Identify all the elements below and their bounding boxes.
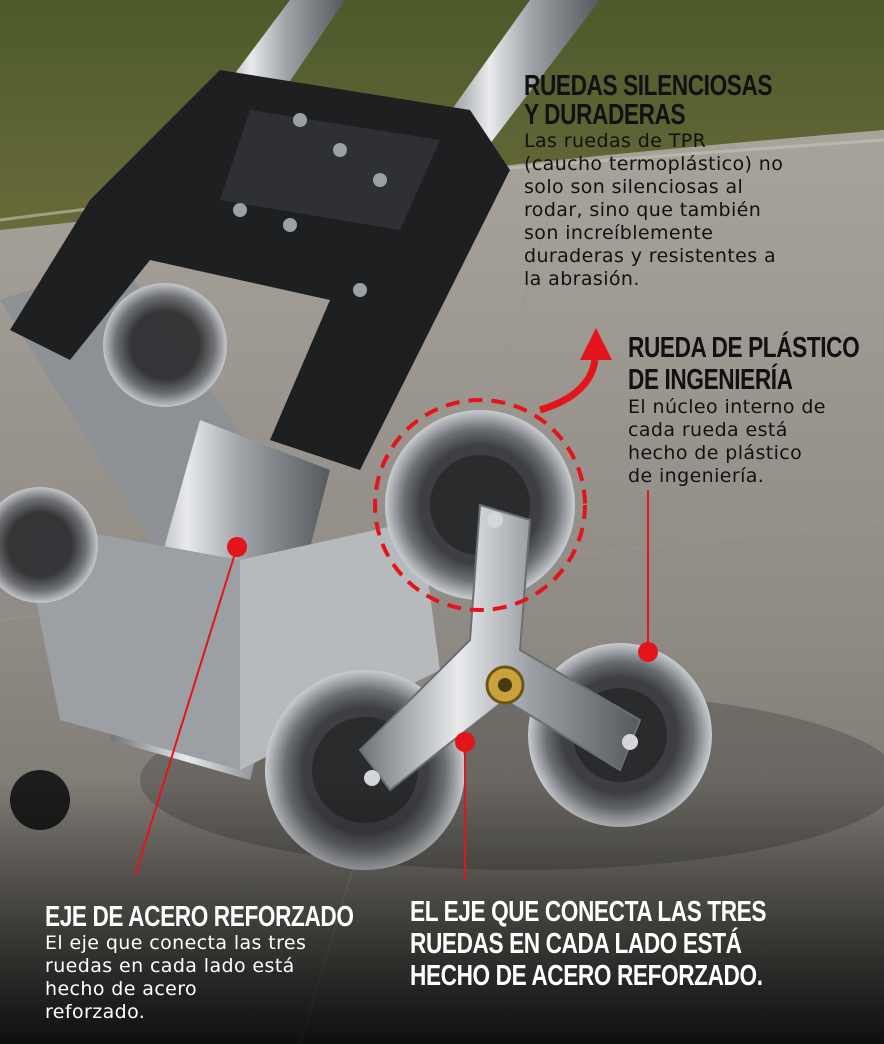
callout-steel-axle: EJE DE ACERO REFORZADO El eje que conect…	[45, 902, 441, 1024]
callout-title: EJE DE ACERO REFORZADO	[45, 901, 354, 933]
callout-title: RUEDAS SILENCIOSAS Y DURADERAS	[524, 70, 773, 131]
callout-title: EL EJE QUE CONECTA LAS TRES RUEDAS EN CA…	[410, 896, 767, 992]
callout-body: El eje que conecta las tres ruedas en ca…	[45, 932, 307, 1023]
callout-axle-note: EL EJE QUE CONECTA LAS TRES RUEDAS EN CA…	[410, 896, 884, 992]
callout-silent-wheels: RUEDAS SILENCIOSAS Y DURADERAS Las rueda…	[524, 72, 854, 291]
callout-body: El núcleo interno de cada rueda está hec…	[628, 396, 826, 487]
callout-plastic-wheel: RUEDA DE PLÁSTICO DE INGENIERÍA El núcle…	[628, 332, 884, 488]
callout-title: RUEDA DE PLÁSTICO DE INGENIERÍA	[628, 332, 860, 396]
callout-body: Las ruedas de TPR (caucho termoplástico)…	[524, 130, 784, 290]
